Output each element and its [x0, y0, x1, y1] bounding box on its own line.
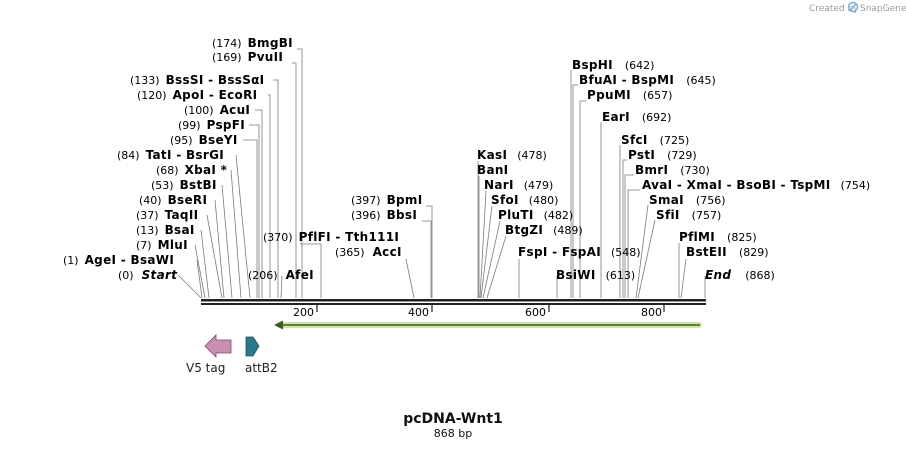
- leader-xbai: [230, 169, 242, 299]
- orf-arrowhead-icon: [274, 320, 283, 330]
- leader-taqii: [206, 214, 223, 299]
- site-sfoi: SfoI(480): [491, 193, 558, 207]
- leader-bstbi: [221, 184, 233, 299]
- site-btgzi: BtgZI(489): [505, 223, 583, 237]
- site-sfci: SfcI(725): [621, 133, 689, 147]
- tick-label-200: 200: [293, 306, 314, 319]
- leader-apoi: [268, 94, 271, 298]
- site-bpmi: (397)BpmI: [351, 193, 423, 207]
- leader-pluti: [482, 220, 501, 299]
- feature-v5-tag[interactable]: V5 tag: [186, 334, 232, 375]
- leader-psti: [622, 159, 627, 298]
- tick-label-800: 800: [641, 306, 662, 319]
- site-bbsi: (396)BbsI: [351, 208, 417, 222]
- leader-bbsi: [422, 220, 432, 298]
- leader-pspfi: [249, 124, 260, 298]
- feature-attb2[interactable]: attB2: [245, 336, 278, 375]
- site-tati: (84)TatI - BsrGI: [117, 148, 224, 162]
- site-bseyi: (95)BseYI: [170, 133, 238, 147]
- map-length: 868 bp: [434, 427, 472, 440]
- snapgene-logo-icon: [847, 1, 859, 13]
- site-pluti: PluTI(482): [498, 208, 573, 222]
- leader-bseri: [214, 199, 225, 299]
- site-eari: EarI(692): [602, 110, 671, 124]
- site-bmri: BmrI(730): [635, 163, 710, 177]
- leader-bpmi: [426, 205, 433, 298]
- site-afei: (206)AfeI: [248, 268, 314, 282]
- snapgene-brand: SnapGene: [860, 4, 906, 14]
- site-bsphi: BspHI(642): [572, 58, 654, 72]
- leader-start: [177, 274, 202, 299]
- site-bmgbi: (174)BmgBI: [212, 36, 293, 50]
- site-apoi: (120)ApoI - EcoRI: [137, 88, 257, 102]
- leader-btgzi: [486, 235, 507, 299]
- leader-smai: [635, 204, 649, 299]
- leader-acci: [405, 258, 415, 299]
- site-mlui: (7)MluI: [136, 238, 188, 252]
- backbone: [201, 299, 706, 305]
- leader-nari: [479, 190, 487, 299]
- leader-afei: [280, 275, 283, 299]
- site-start: (0)Start: [118, 268, 178, 282]
- leader-bmri: [624, 174, 634, 298]
- site-agei: (1)AgeI - BsaWI: [63, 253, 174, 267]
- tick-label-600: 600: [525, 306, 546, 319]
- site-bseri: (40)BseRI: [139, 193, 207, 207]
- site-bsssi: (133)BssSI - BssSαI: [130, 73, 264, 87]
- leader-bsssi: [273, 79, 279, 298]
- site-pflfi: (370)PflFI - Tth111I: [263, 230, 399, 244]
- site-fspi: FspI - FspAI(548): [518, 245, 641, 259]
- leader-tati: [235, 154, 251, 299]
- leader-sfii: [637, 219, 656, 299]
- map-title: pcDNA-Wnt1: [403, 411, 503, 427]
- site-bsai: (13)BsaI: [136, 223, 195, 237]
- site-taqii: (37)TaqII: [136, 208, 198, 222]
- leader-mlui: [194, 244, 206, 299]
- site-bsteii: BstEII(829): [686, 245, 769, 259]
- feature-label-attb2: attB2: [245, 361, 278, 375]
- site-smai: SmaI(756): [649, 193, 726, 207]
- orf-arrow[interactable]: [274, 320, 702, 330]
- leader-bsai: [200, 229, 210, 299]
- site-psti: PstI(729): [628, 148, 697, 162]
- site-avai: AvaI - XmaI - BsoBI - TspMI(754): [642, 178, 870, 192]
- tick-label-400: 400: [408, 306, 429, 319]
- site-labels: (174)BmgBI (169)PvuII (133)BssSI - BssSα…: [63, 36, 870, 282]
- axis: 200 400 600 800: [293, 305, 665, 319]
- leader-acui: [255, 109, 263, 298]
- leader-bfuai: [572, 84, 578, 298]
- leader-pflfi: [300, 243, 322, 298]
- leader-ppumi: [579, 100, 586, 298]
- leader-agei: [196, 259, 203, 299]
- leader-pvuii: [292, 62, 297, 298]
- site-pspfi: (99)PspFI: [178, 118, 245, 132]
- right-arrow-icon: [245, 336, 260, 357]
- site-leader-lines: [177, 48, 706, 299]
- site-sfii: SfiI(757): [656, 208, 721, 222]
- leader-bseyi: [243, 139, 258, 298]
- site-bfuai: BfuAI - BspMI(645): [579, 73, 716, 87]
- leader-bsteii: [680, 258, 687, 299]
- site-bstbi: (53)BstBI: [151, 178, 217, 192]
- feature-label-v5-tag: V5 tag: [186, 361, 225, 375]
- site-ppumi: PpuMI(657): [587, 88, 672, 102]
- leader-sfoi: [480, 205, 493, 299]
- leader-avai: [627, 189, 640, 298]
- site-bsiwi: BsiWI(613): [556, 268, 635, 282]
- site-acci: (365)AccI: [335, 245, 402, 259]
- left-arrow-icon: [204, 334, 232, 358]
- site-pflmi: PflMI(825): [679, 230, 757, 244]
- site-bani: BanI: [477, 163, 508, 177]
- leader-bmgbi: [297, 48, 303, 298]
- site-kasi: KasI(478): [477, 148, 547, 162]
- site-end: End(868): [705, 268, 775, 282]
- site-nari: NarI(479): [484, 178, 553, 192]
- site-pvuii: (169)PvuII: [212, 50, 283, 64]
- site-acui: (100)AcuI: [184, 103, 250, 117]
- created-by-text: Created by: [809, 4, 859, 14]
- site-xbai: (68)XbaI *: [156, 163, 228, 177]
